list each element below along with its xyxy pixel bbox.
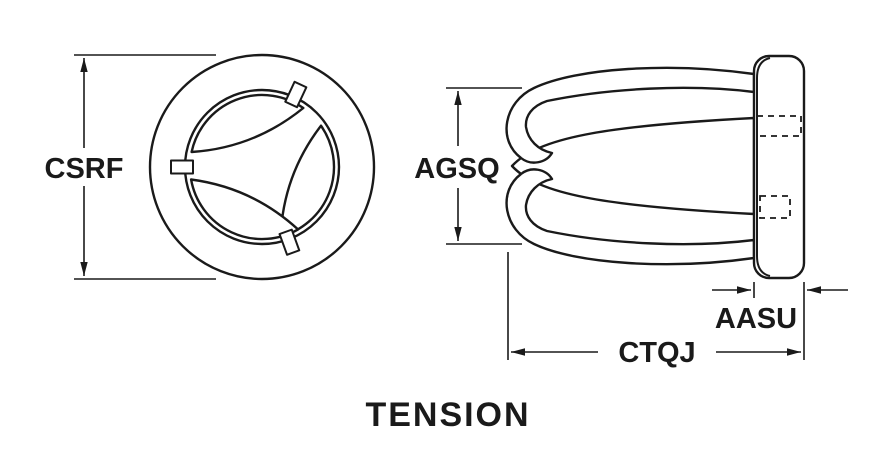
- label-csrf: CSRF: [45, 153, 124, 185]
- flange-lip-line: [756, 57, 771, 277]
- dimension-ctqj: CTQJ: [507, 252, 805, 369]
- spring-arm-top: [505, 66, 756, 164]
- locking-tab-left: [170, 159, 194, 175]
- dimension-aasu: AASU: [712, 282, 848, 335]
- dimension-agsq: AGSQ: [414, 87, 522, 245]
- locking-tab-bottom: [278, 228, 301, 256]
- locking-tab-top: [284, 80, 308, 109]
- label-aasu: AASU: [715, 303, 797, 335]
- spring-petal-top: [190, 93, 305, 154]
- dimension-csrf: CSRF: [45, 54, 216, 280]
- fastener-side-view: [505, 54, 806, 280]
- spring-petal-bottom: [189, 178, 300, 241]
- spring-petal-right: [279, 124, 336, 238]
- spring-arm-middle: [510, 116, 756, 216]
- hidden-slot-upper: [756, 115, 802, 137]
- label-ctqj: CTQJ: [618, 337, 695, 369]
- fastener-front-view: [148, 53, 376, 281]
- hidden-slot-lower: [759, 195, 791, 219]
- spring-arm-bottom: [505, 168, 756, 266]
- label-agsq: AGSQ: [414, 153, 499, 185]
- flange-head: [752, 54, 806, 280]
- diagram-title: TENSION: [365, 396, 530, 434]
